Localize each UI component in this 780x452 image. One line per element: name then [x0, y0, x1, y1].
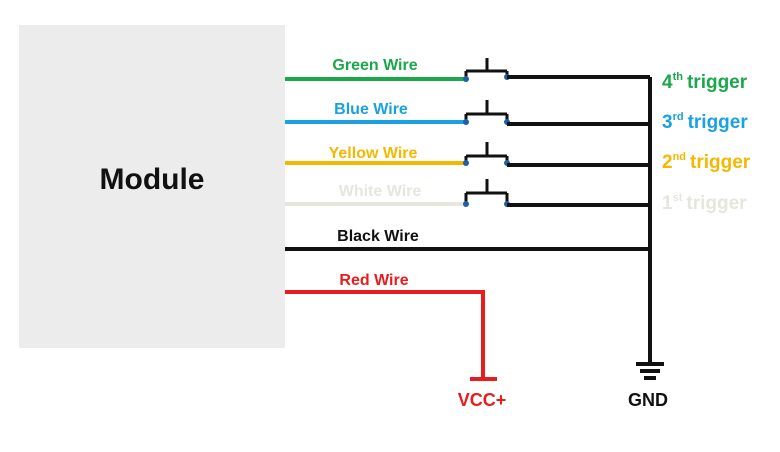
module-box	[19, 25, 285, 348]
wire-red: Red Wire VCC+	[285, 272, 506, 410]
push-button-switch	[463, 58, 510, 82]
wire-yellow: Yellow Wire	[285, 142, 650, 167]
wire-white-label: White Wire	[339, 183, 422, 200]
ground-symbol: GND	[628, 362, 668, 410]
module-label: Module	[100, 163, 205, 196]
wire-red-label: Red Wire	[339, 272, 408, 289]
wire-white: White Wire	[285, 179, 650, 207]
wire-red-line	[285, 290, 485, 379]
push-button-switch	[463, 142, 510, 166]
switch-contact-left	[463, 160, 469, 166]
push-button-switch	[463, 179, 510, 207]
switch-contact-left	[463, 76, 469, 82]
switch-contact-left	[463, 119, 469, 125]
wire-yellow-label: Yellow Wire	[329, 145, 418, 162]
wire-black-label: Black Wire	[337, 228, 419, 245]
wire-black: Black Wire	[285, 228, 650, 251]
wire-blue: Blue Wire	[285, 100, 650, 126]
wire-blue-label: Blue Wire	[334, 101, 408, 118]
wire-green-label: Green Wire	[332, 57, 417, 74]
gnd-label: GND	[628, 390, 668, 410]
switch-contact-left	[463, 201, 469, 207]
vcc-label: VCC+	[458, 390, 507, 410]
wire-green: Green Wire	[285, 57, 650, 82]
push-button-switch	[463, 100, 510, 125]
